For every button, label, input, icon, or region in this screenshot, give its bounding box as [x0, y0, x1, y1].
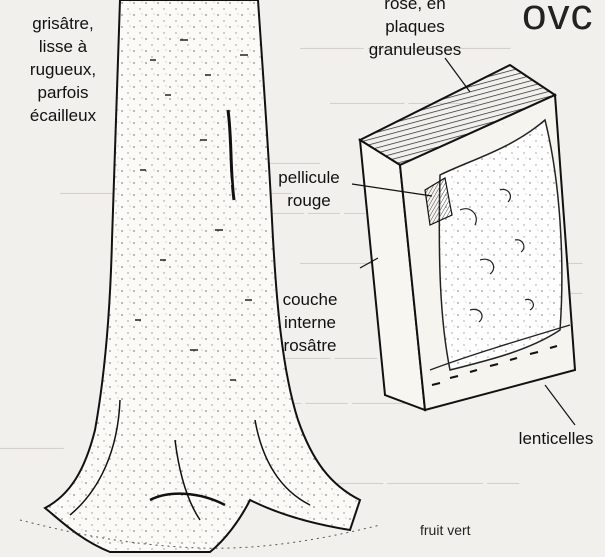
label-line: couche — [262, 288, 358, 311]
label-line: pellicule — [262, 166, 356, 189]
label-line: rose, en — [350, 0, 480, 15]
label-bark-description: grisâtre, lisse à rugueux, parfois écail… — [8, 12, 118, 127]
label-fruit: fruit vert — [420, 522, 471, 538]
label-line: rosâtre — [262, 334, 358, 357]
label-line: granuleuses — [350, 38, 480, 61]
label-line: rugueux, — [8, 58, 118, 81]
label-line: interne — [262, 311, 358, 334]
label-line: plaques — [350, 15, 480, 38]
bark-block — [360, 65, 575, 410]
label-line: lisse à — [8, 35, 118, 58]
label-line: écailleux — [8, 104, 118, 127]
label-lenticels: lenticelles — [508, 427, 604, 450]
label-line: grisâtre, — [8, 12, 118, 35]
label-line: parfois — [8, 81, 118, 104]
label-red-film: pellicule rouge — [262, 166, 356, 212]
label-line: rouge — [262, 189, 356, 212]
label-inner-layer: couche interne rosâtre — [262, 288, 358, 357]
header-fragment: ovc — [522, 0, 593, 40]
label-outer-bark: rose, en plaques granuleuses — [350, 0, 480, 61]
